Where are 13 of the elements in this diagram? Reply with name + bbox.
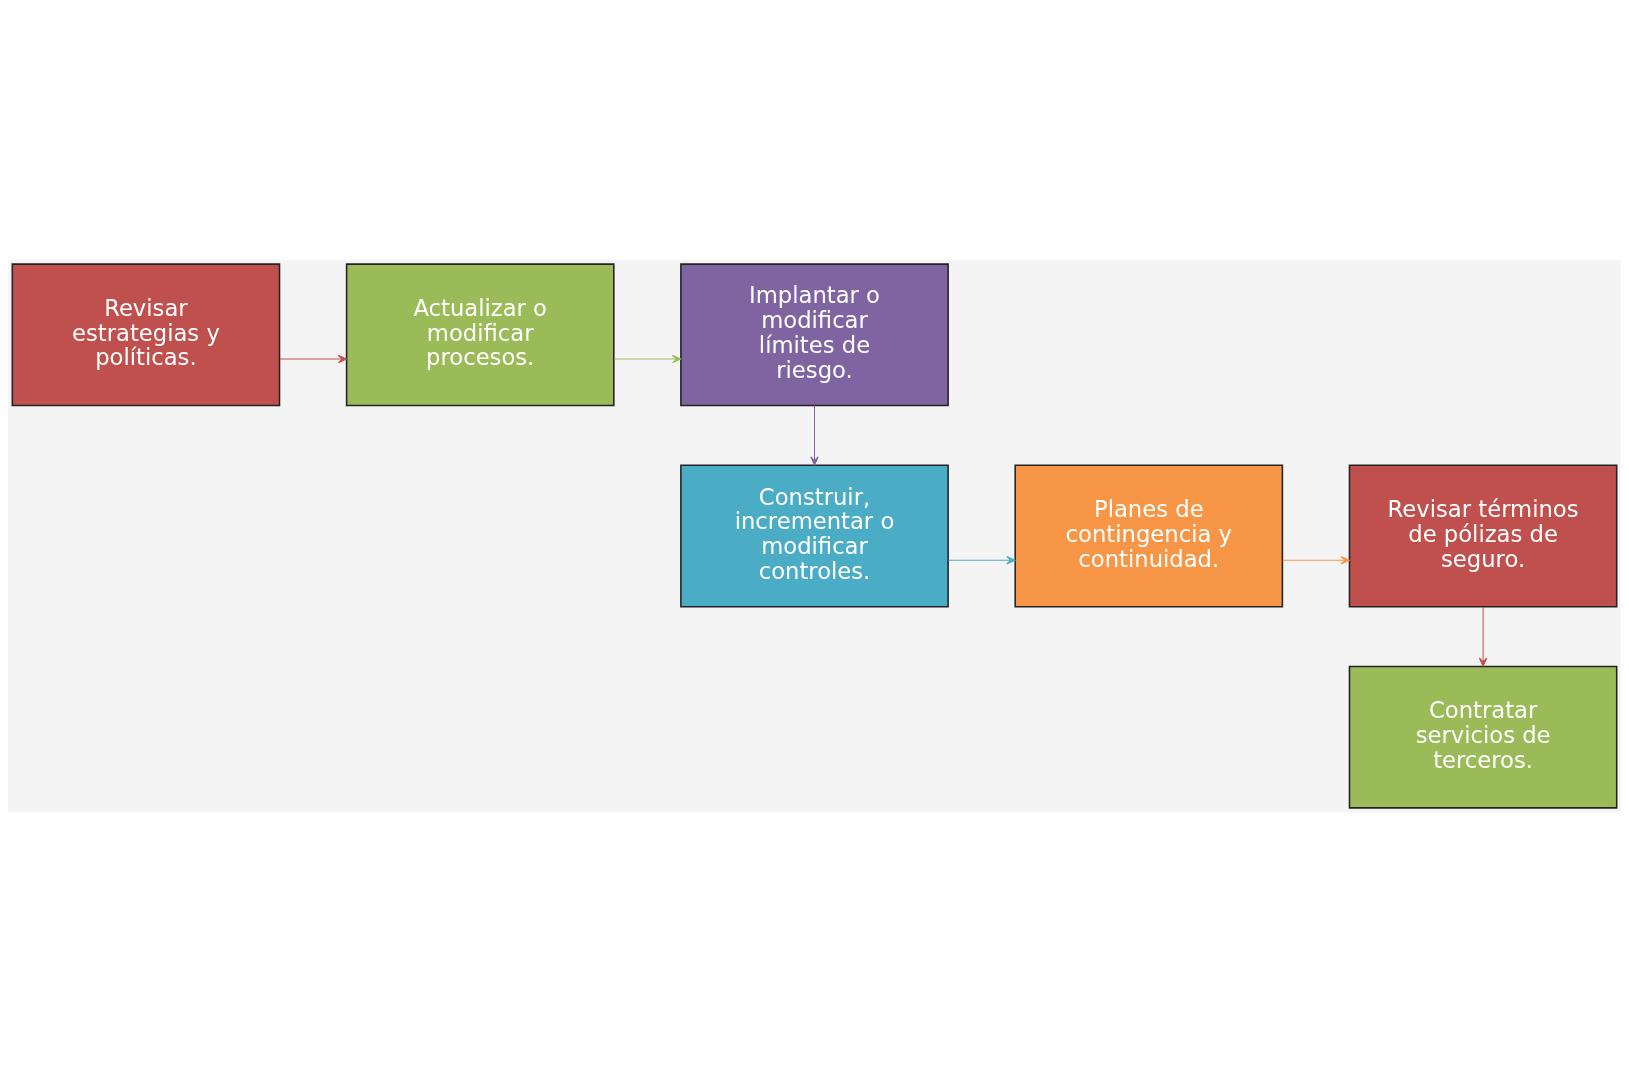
node-box: Construir, incrementar o modificar controles.: [680, 464, 949, 607]
arrow: [810, 404, 819, 466]
node-box: Actualizar o modificar procesos.: [345, 262, 615, 406]
arrow: [613, 354, 682, 363]
node-box: Revisar términos de pólizas de seguro.: [1348, 464, 1618, 607]
arrow: [1478, 605, 1488, 667]
node-box: Revisar estrategias y políticas.: [11, 262, 281, 406]
arrow: [948, 555, 1016, 564]
node-box: Planes de contingencia y continuidad.: [1014, 464, 1284, 607]
node-box: Contratar servicios de terceros.: [1348, 665, 1618, 809]
arrow: [279, 354, 347, 363]
arrow: [1282, 555, 1350, 564]
node-box: Implantar o modificar límites de riesgo.: [680, 262, 949, 406]
